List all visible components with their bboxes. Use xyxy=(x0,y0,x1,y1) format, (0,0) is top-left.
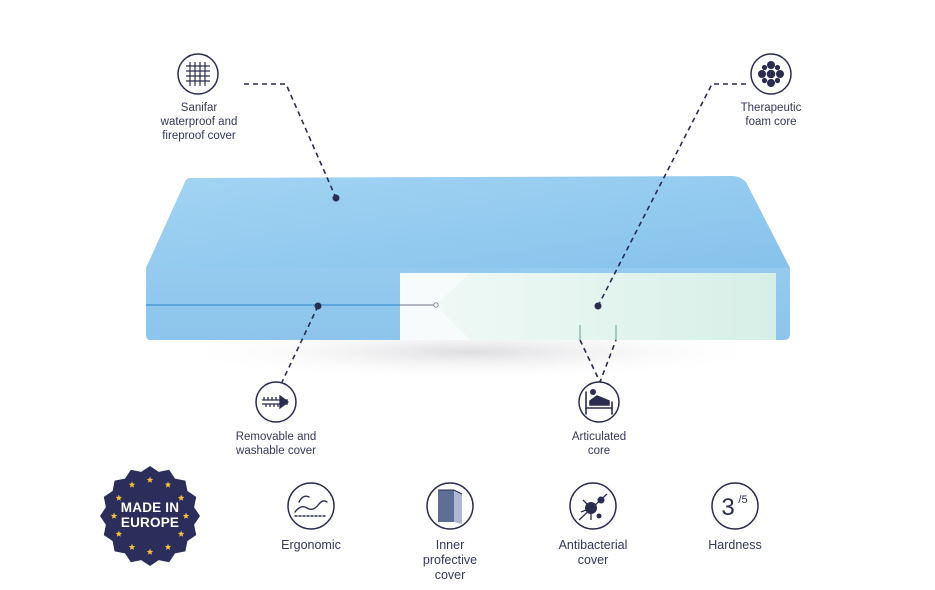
badge-line: MADE IN xyxy=(120,500,180,515)
feature-label-line: Inner xyxy=(435,538,465,552)
label-core-line: foam core xyxy=(745,116,797,128)
badge-line: EUROPE xyxy=(120,515,180,530)
feature-label-line: Hardness xyxy=(708,538,762,552)
feature-label-line: Ergonomic xyxy=(281,538,341,552)
label-zip: Removable and washable cover xyxy=(220,430,332,458)
leader-core xyxy=(597,83,746,307)
hardness-scale: /5 xyxy=(738,494,747,506)
badge-star xyxy=(110,512,118,519)
zipper-icon xyxy=(255,381,297,423)
foam-cells-icon xyxy=(750,53,792,95)
badge-star xyxy=(146,476,154,483)
foam-core xyxy=(400,273,776,340)
badge-stars xyxy=(110,476,190,555)
badge-star xyxy=(146,548,154,555)
mattress-top xyxy=(146,176,790,268)
badge-star xyxy=(128,543,136,550)
hardness-value: 3 xyxy=(721,494,734,521)
leader-cover xyxy=(244,83,337,199)
dot-cover xyxy=(332,194,340,202)
feature-label-line: cover xyxy=(577,553,609,567)
label-cover: Sanifar waterproof and fireproof cover xyxy=(143,101,255,143)
made-in-europe-badge xyxy=(100,466,200,566)
badge-star xyxy=(164,543,172,550)
label-core-line: Therapeutic xyxy=(740,102,802,114)
badge-star xyxy=(182,512,190,519)
hardness-icon: 3 /5 xyxy=(711,482,759,530)
inner-cover-icon xyxy=(426,482,474,530)
feature-hardness-label: Hardness xyxy=(680,538,790,553)
ergonomic-icon xyxy=(287,482,335,530)
feature-label-line: cover xyxy=(434,568,466,582)
feature-antibacterial-label: Antibacterial cover xyxy=(538,538,648,568)
dot-zip xyxy=(314,302,322,310)
badge-star xyxy=(128,481,136,488)
badge-star xyxy=(115,494,123,501)
antibacterial-icon xyxy=(569,482,617,530)
label-cover-line: Sanifar xyxy=(180,102,218,114)
label-core: Therapeutic foam core xyxy=(721,101,821,129)
label-cover-line: waterproof and xyxy=(160,116,238,128)
label-cover-line: fireproof cover xyxy=(162,130,236,142)
hospital-bed-icon xyxy=(578,381,620,423)
label-zip-line: Removable and xyxy=(235,431,317,443)
badge-star xyxy=(115,530,123,537)
label-zip-line: washable cover xyxy=(236,445,316,457)
fabric-mesh-icon xyxy=(177,53,219,95)
zip-pull-end xyxy=(433,302,439,308)
badge-text: MADE IN EUROPE xyxy=(102,500,198,530)
label-articulated: Articulated core xyxy=(549,430,649,458)
badge-star xyxy=(164,481,172,488)
badge-star xyxy=(177,494,185,501)
feature-label-line: Antibacterial xyxy=(558,538,628,552)
feature-ergonomic-label: Ergonomic xyxy=(256,538,366,553)
feature-inner-label: Inner profective cover xyxy=(395,538,505,583)
badge-star xyxy=(177,530,185,537)
dot-core xyxy=(594,302,602,310)
label-articulated-line: Articulated xyxy=(571,431,627,443)
feature-label-line: profective xyxy=(422,553,478,567)
label-articulated-line: core xyxy=(587,445,611,457)
